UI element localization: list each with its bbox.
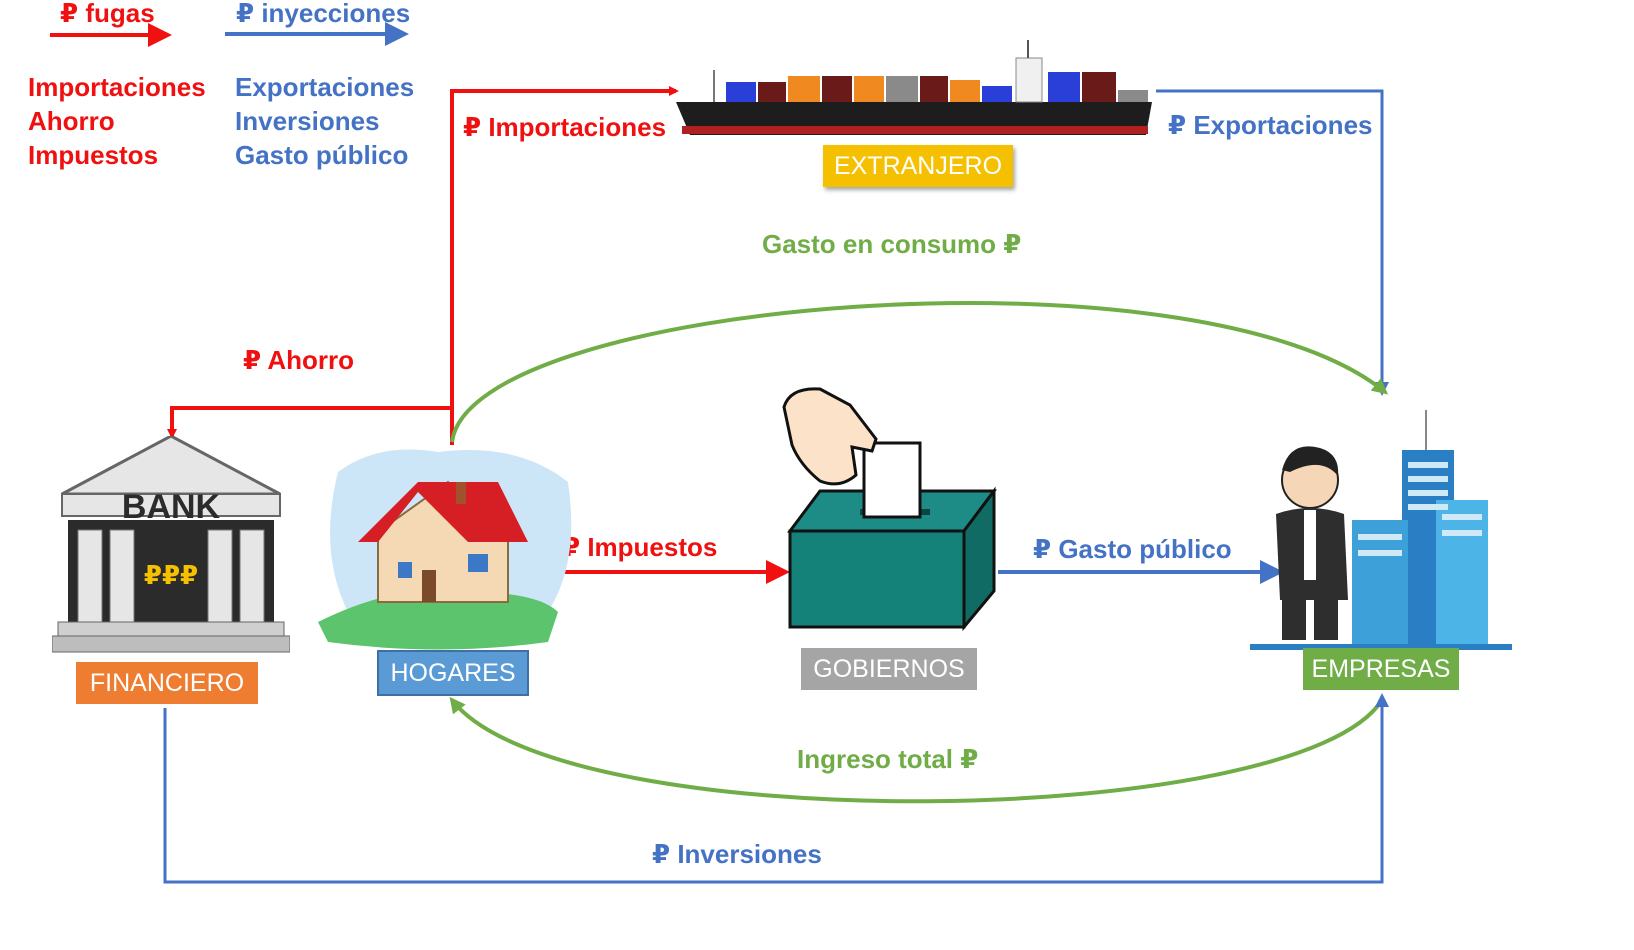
- bank-icon: [52, 436, 290, 653]
- exportaciones-label: ₽ Exportaciones: [1168, 110, 1373, 140]
- legend-inyeccion-item: Gasto público: [235, 140, 409, 170]
- impuestos-label: ₽ Impuestos: [562, 532, 718, 562]
- legend-inyeccion-item: Inversiones: [235, 106, 380, 136]
- bank-currency: ₽₽₽: [143, 560, 199, 590]
- importaciones-label: ₽ Importaciones: [463, 112, 667, 142]
- ship-icon: [676, 40, 1152, 135]
- ballot-box-icon: [782, 387, 997, 631]
- gasto-publico-label: ₽ Gasto público: [1033, 534, 1232, 564]
- legend-inyecciones-title: ₽ inyecciones: [236, 0, 411, 28]
- ingreso-total-label: Ingreso total ₽: [797, 744, 979, 774]
- sector-financiero: FINANCIERO: [76, 662, 258, 704]
- inversiones-arrow: [163, 693, 1389, 884]
- ahorro-arrow: [167, 406, 452, 439]
- bank-sign: BANK: [121, 488, 221, 526]
- sector-empresas: EMPRESAS: [1303, 648, 1459, 690]
- legend-fugas-title: ₽ fugas: [60, 0, 155, 28]
- business-icon: [1250, 410, 1512, 650]
- legend-fuga-item: Ahorro: [28, 106, 115, 136]
- sector-hogares: HOGARES: [377, 650, 529, 696]
- sector-gobiernos: GOBIERNOS: [801, 648, 977, 690]
- house-icon: [318, 449, 572, 650]
- exportaciones-arrow: [1156, 89, 1389, 396]
- legend-fuga-item: Importaciones: [28, 72, 206, 102]
- legend-inyeccion-item: Exportaciones: [235, 72, 415, 102]
- legend-fuga-item: Impuestos: [28, 140, 159, 170]
- sector-extranjero: EXTRANJERO: [823, 145, 1013, 187]
- ingreso-total-arrow: [449, 696, 1384, 804]
- gasto-consumo-arrow: [450, 300, 1389, 443]
- legend-inyecciones-list: Exportaciones Inversiones Gasto público: [235, 70, 414, 172]
- gasto-consumo-label: Gasto en consumo ₽: [762, 229, 1022, 259]
- legend-fugas-list: Importaciones Ahorro Impuestos: [28, 70, 206, 172]
- ahorro-label: ₽ Ahorro: [243, 345, 355, 375]
- importaciones-arrow: [450, 86, 679, 445]
- inversiones-label: ₽ Inversiones: [652, 839, 822, 869]
